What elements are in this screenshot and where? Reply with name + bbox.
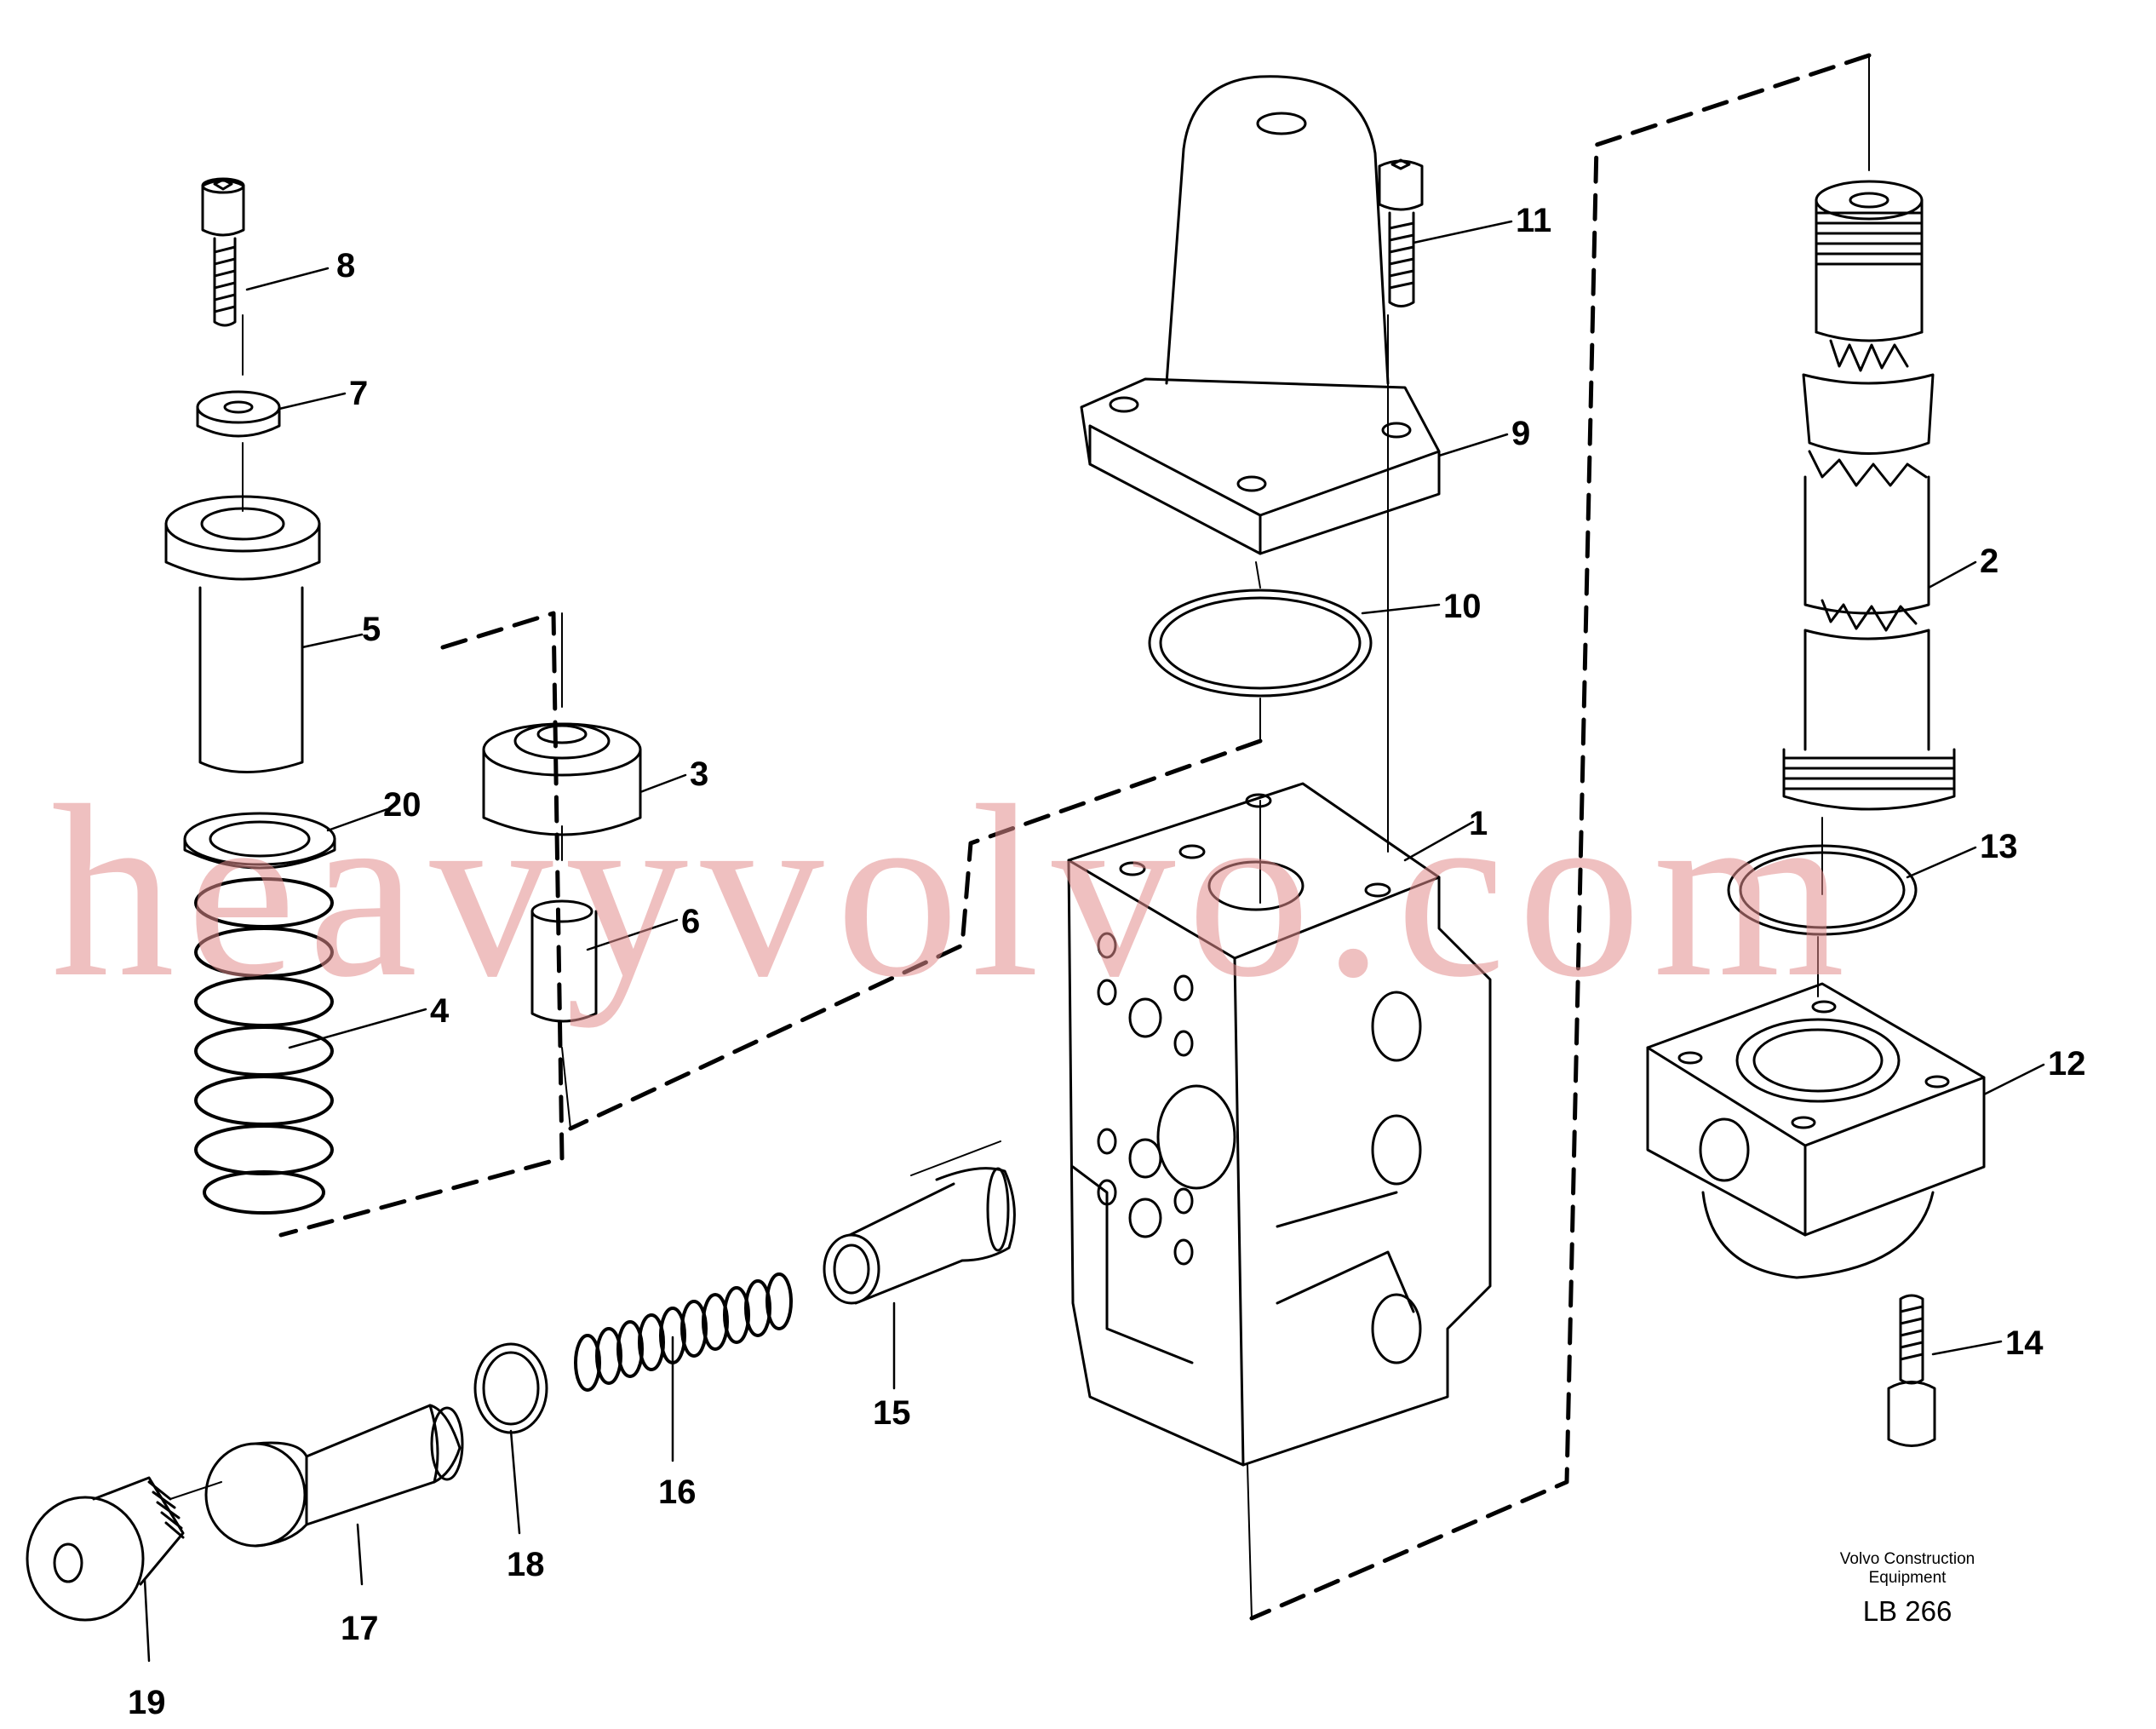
cup-3 — [482, 722, 642, 836]
o-ring-18 — [473, 1342, 548, 1434]
spring-4 — [194, 877, 334, 1215]
credit-line-2: Equipment — [1868, 1569, 1947, 1587]
credit-line-1: Volvo Construction — [1839, 1550, 1975, 1568]
spool-2 — [1782, 180, 1956, 811]
washer-7 — [196, 390, 281, 438]
assembly-guide-lines — [278, 53, 1872, 1621]
callout-5: 5 — [362, 611, 381, 648]
plug-19 — [26, 1476, 185, 1622]
o-ring-10 — [1148, 589, 1373, 698]
callout-6: 6 — [681, 903, 700, 940]
callout-12: 12 — [2048, 1045, 2086, 1083]
callout-4: 4 — [430, 992, 450, 1030]
piston-17 — [204, 1404, 464, 1548]
credit-block: Volvo Construction Equipment LB 266 — [1797, 1550, 2018, 1630]
callout-19: 19 — [128, 1684, 166, 1721]
bolt-8 — [201, 177, 245, 327]
o-ring-13 — [1727, 844, 1918, 936]
cover-9 — [1080, 75, 1441, 555]
washer-20 — [183, 812, 336, 870]
callout-7: 7 — [349, 375, 368, 412]
valve-body-1 — [1067, 782, 1492, 1467]
bolt-11 — [1378, 158, 1424, 307]
callout-8: 8 — [336, 247, 355, 284]
callout-18: 18 — [507, 1546, 545, 1583]
sleeve-5 — [164, 495, 321, 773]
leader-lines — [143, 220, 2045, 1663]
pin-6 — [530, 899, 598, 1023]
callout-1: 1 — [1469, 805, 1488, 842]
callout-15: 15 — [873, 1394, 911, 1432]
callout-11: 11 — [1516, 202, 1551, 239]
callout-20: 20 — [383, 786, 421, 824]
spring-16 — [574, 1272, 793, 1392]
callout-2: 2 — [1980, 543, 1998, 580]
callout-17: 17 — [341, 1610, 379, 1647]
callout-3: 3 — [690, 755, 708, 793]
callout-numbers: 1 2 3 4 5 6 7 8 9 10 11 12 13 14 15 16 1… — [128, 202, 2086, 1721]
bolt-14 — [1887, 1294, 1936, 1447]
callout-10: 10 — [1443, 588, 1482, 625]
end-block-12 — [1646, 982, 1986, 1279]
figure-code: LB 266 — [1862, 1595, 1952, 1627]
axis-lines — [169, 55, 1870, 1619]
callout-16: 16 — [658, 1473, 697, 1511]
callout-13: 13 — [1980, 828, 2018, 865]
callout-14: 14 — [2005, 1324, 2044, 1362]
callout-9: 9 — [1511, 415, 1530, 452]
sleeve-15 — [823, 1167, 1016, 1305]
